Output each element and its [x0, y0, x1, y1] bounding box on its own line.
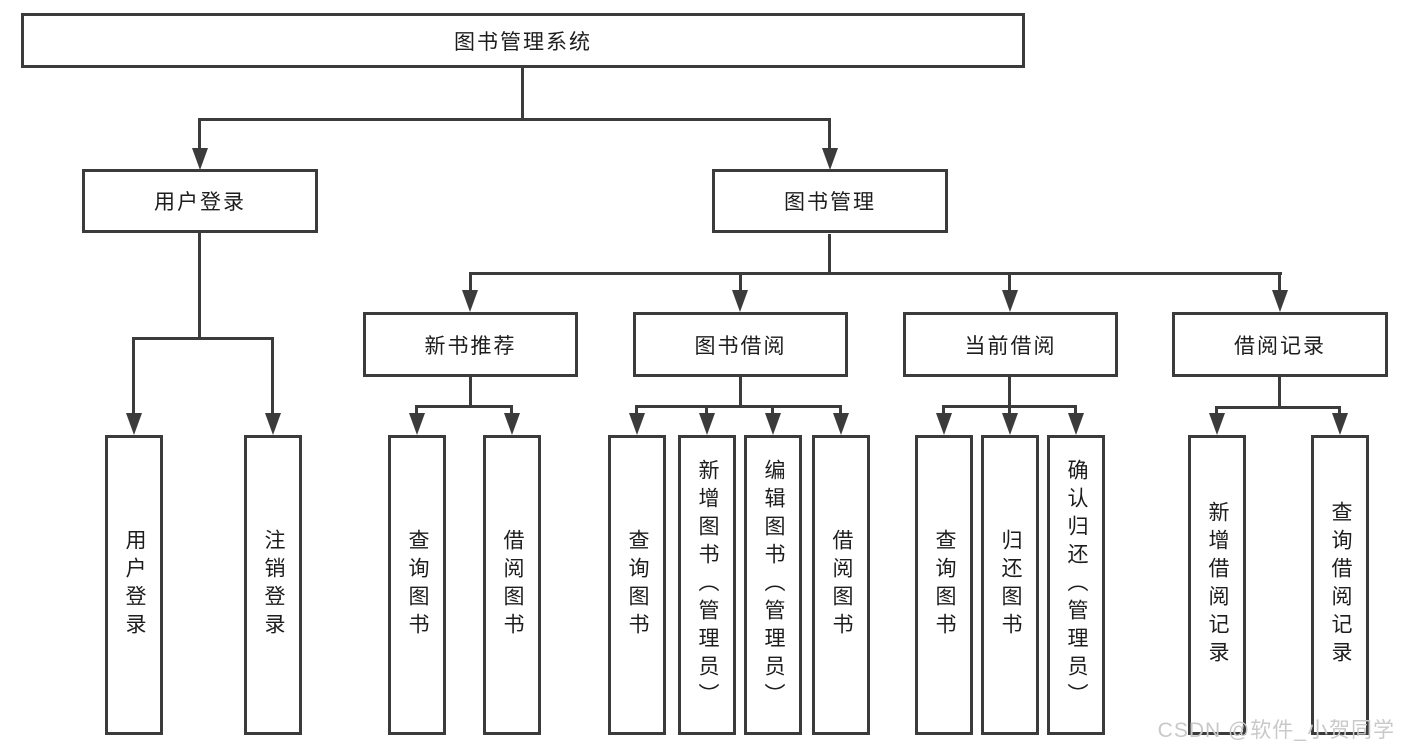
node-user-login: 用户登录 [82, 169, 318, 233]
connector-line [635, 405, 638, 415]
arrow-down-icon [462, 290, 478, 312]
connector-line [271, 337, 274, 415]
connector-line [1215, 406, 1218, 415]
node-book-management: 图书管理 [712, 169, 948, 233]
connector-line [521, 68, 524, 118]
node-borrowing-records: 借阅记录 [1172, 312, 1388, 377]
connector-line [739, 377, 742, 405]
arrow-down-icon [833, 413, 849, 435]
connector-line [198, 118, 201, 150]
arrow-down-icon [936, 413, 952, 435]
watermark: CSDN @软件_小贺同学 [1157, 719, 1395, 742]
leaf-query-borrow-record: 查询借阅记录 [1311, 435, 1369, 735]
connector-line [839, 405, 842, 415]
connector-line [828, 118, 831, 150]
arrow-down-icon [409, 413, 425, 435]
connector-line [469, 272, 1282, 275]
leaf-query-books-recommend: 查询图书 [388, 435, 446, 735]
connector-line [132, 337, 274, 340]
arrow-down-icon [699, 413, 715, 435]
leaf-borrow-books-recommend: 借阅图书 [483, 435, 541, 735]
arrow-down-icon [765, 413, 781, 435]
connector-line [1278, 272, 1281, 292]
connector-line [1008, 377, 1011, 405]
connector-line [635, 405, 842, 408]
leaf-user-login: 用户登录 [105, 435, 163, 735]
leaf-confirm-return-admin: 确认归还（管理员） [1047, 435, 1105, 735]
arrow-down-icon [1209, 413, 1225, 435]
arrow-down-icon [504, 413, 520, 435]
node-library-management-system: 图书管理系统 [21, 13, 1025, 68]
connector-line [942, 405, 945, 415]
connector-line [705, 405, 708, 415]
connector-line [1215, 406, 1341, 409]
connector-line [198, 118, 831, 121]
node-new-book-recommend: 新书推荐 [363, 312, 578, 377]
node-book-borrowing: 图书借阅 [633, 312, 848, 377]
connector-line [510, 405, 513, 415]
connector-line [771, 405, 774, 415]
leaf-add-books-admin: 新增图书（管理员） [678, 435, 736, 735]
leaf-return-books: 归还图书 [981, 435, 1039, 735]
connector-line [469, 377, 472, 405]
connector-line [1338, 406, 1341, 415]
arrow-down-icon [629, 413, 645, 435]
arrow-down-icon [192, 148, 208, 170]
arrow-down-icon [1002, 413, 1018, 435]
leaf-query-books-borrow: 查询图书 [608, 435, 666, 735]
connector-line [469, 272, 472, 292]
arrow-down-icon [732, 290, 748, 312]
connector-line [198, 233, 201, 337]
leaf-add-borrow-record: 新增借阅记录 [1188, 435, 1246, 735]
arrow-down-icon [1332, 413, 1348, 435]
connector-line [1008, 405, 1011, 415]
connector-line [828, 234, 831, 272]
arrow-down-icon [822, 148, 838, 170]
arrow-down-icon [1068, 413, 1084, 435]
leaf-edit-books-admin: 编辑图书（管理员） [744, 435, 802, 735]
connector-line [415, 405, 418, 415]
arrow-down-icon [1002, 290, 1018, 312]
leaf-borrow-books: 借阅图书 [812, 435, 870, 735]
connector-line [1008, 272, 1011, 292]
arrow-down-icon [126, 413, 142, 435]
connector-line [1278, 377, 1281, 406]
connector-line [415, 405, 513, 408]
node-current-borrowing: 当前借阅 [903, 312, 1118, 377]
connector-line [132, 337, 135, 415]
connector-line [739, 272, 742, 292]
arrow-down-icon [1272, 290, 1288, 312]
leaf-logout: 注销登录 [244, 435, 302, 735]
arrow-down-icon [265, 413, 281, 435]
leaf-query-books-current: 查询图书 [915, 435, 973, 735]
connector-line [1074, 405, 1077, 415]
